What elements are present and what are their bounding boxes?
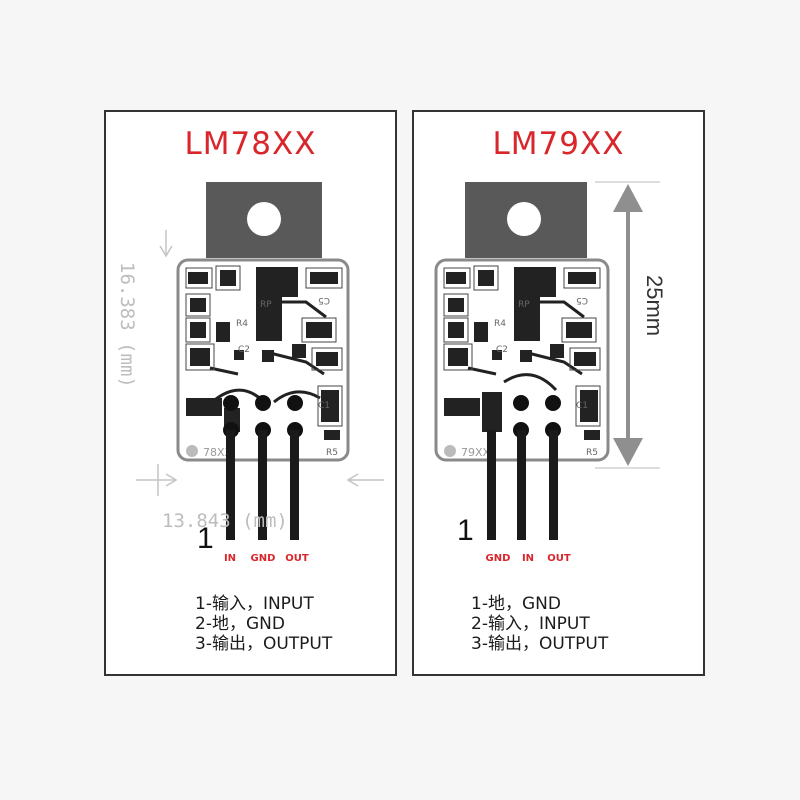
pin1-dot (444, 445, 456, 457)
pin-description-1: 1-输入，INPUT (195, 594, 314, 614)
panel-title: LM79XX (492, 126, 625, 162)
pin1-dot (186, 445, 198, 457)
mounting-hole (247, 202, 281, 236)
pin-label-1: IN (224, 553, 236, 564)
dimension-lines (136, 230, 384, 496)
board-marking: 79XX (461, 446, 491, 459)
component-label-r4: R4 (494, 319, 506, 329)
pin-leads (226, 430, 299, 540)
pin-description-1: 1-地，GND (471, 594, 561, 614)
pin-label-3: OUT (547, 553, 571, 564)
pin-description-3: 3-输出，OUTPUT (195, 634, 333, 654)
pin-1-marker: 1 (457, 514, 474, 547)
component-label-c2: C2 (496, 345, 508, 355)
component-label-c2: C2 (238, 345, 250, 355)
pcb-components (186, 267, 340, 440)
component-label-c1: C1 (318, 401, 330, 411)
component-label-rp: RP (260, 300, 272, 310)
lm78xx-module-diagram: RP C5 R4 C2 C1 R5 78XX 1 IN GND OUT (116, 182, 384, 564)
component-label-c1: C1 (576, 401, 588, 411)
pin-descriptions: 1-输入，INPUT 2-地，GND 3-输出，OUTPUT (195, 594, 332, 654)
pin-label-2: GND (251, 553, 276, 564)
pin-descriptions: 1-地，GND 2-输入，INPUT 3-输出，OUTPUT (471, 594, 608, 654)
component-label-c5: C5 (318, 295, 330, 305)
pin-1-marker: 1 (197, 522, 214, 555)
height-dimension-label: 16.383 (mm) (116, 262, 138, 388)
lm79xx-module-diagram: RP C5 R4 C2 C1 R5 79XX 1 GND IN OUT 25mm (434, 181, 667, 564)
component-label-c5: C5 (576, 295, 588, 305)
lm79xx-panel: LM79XX (412, 110, 705, 676)
pin-description-2: 2-输入，INPUT (471, 614, 590, 634)
width-dimension-label: 13.843 (mm) (162, 510, 288, 532)
pcb-components (444, 267, 600, 440)
height-arrow (595, 181, 660, 469)
pin-description-2: 2-地，GND (195, 614, 285, 634)
pin-description-3: 3-输出，OUTPUT (471, 634, 609, 654)
pin-label-2: IN (522, 553, 534, 564)
component-label-r5: R5 (586, 448, 598, 458)
panel-title: LM78XX (184, 126, 317, 162)
component-label-r4: R4 (236, 319, 248, 329)
pcb-outlines (443, 265, 601, 427)
pcb-outlines (185, 265, 343, 427)
pin-label-1: GND (486, 553, 511, 564)
mounting-hole (507, 202, 541, 236)
board-marking: 78XX (203, 446, 233, 459)
height-dimension-label: 25mm (642, 275, 667, 336)
lm78xx-panel: LM78XX (104, 110, 397, 676)
component-label-rp: RP (518, 300, 530, 310)
pin-label-3: OUT (285, 553, 309, 564)
pin-leads (487, 430, 558, 540)
component-label-r5: R5 (326, 448, 338, 458)
